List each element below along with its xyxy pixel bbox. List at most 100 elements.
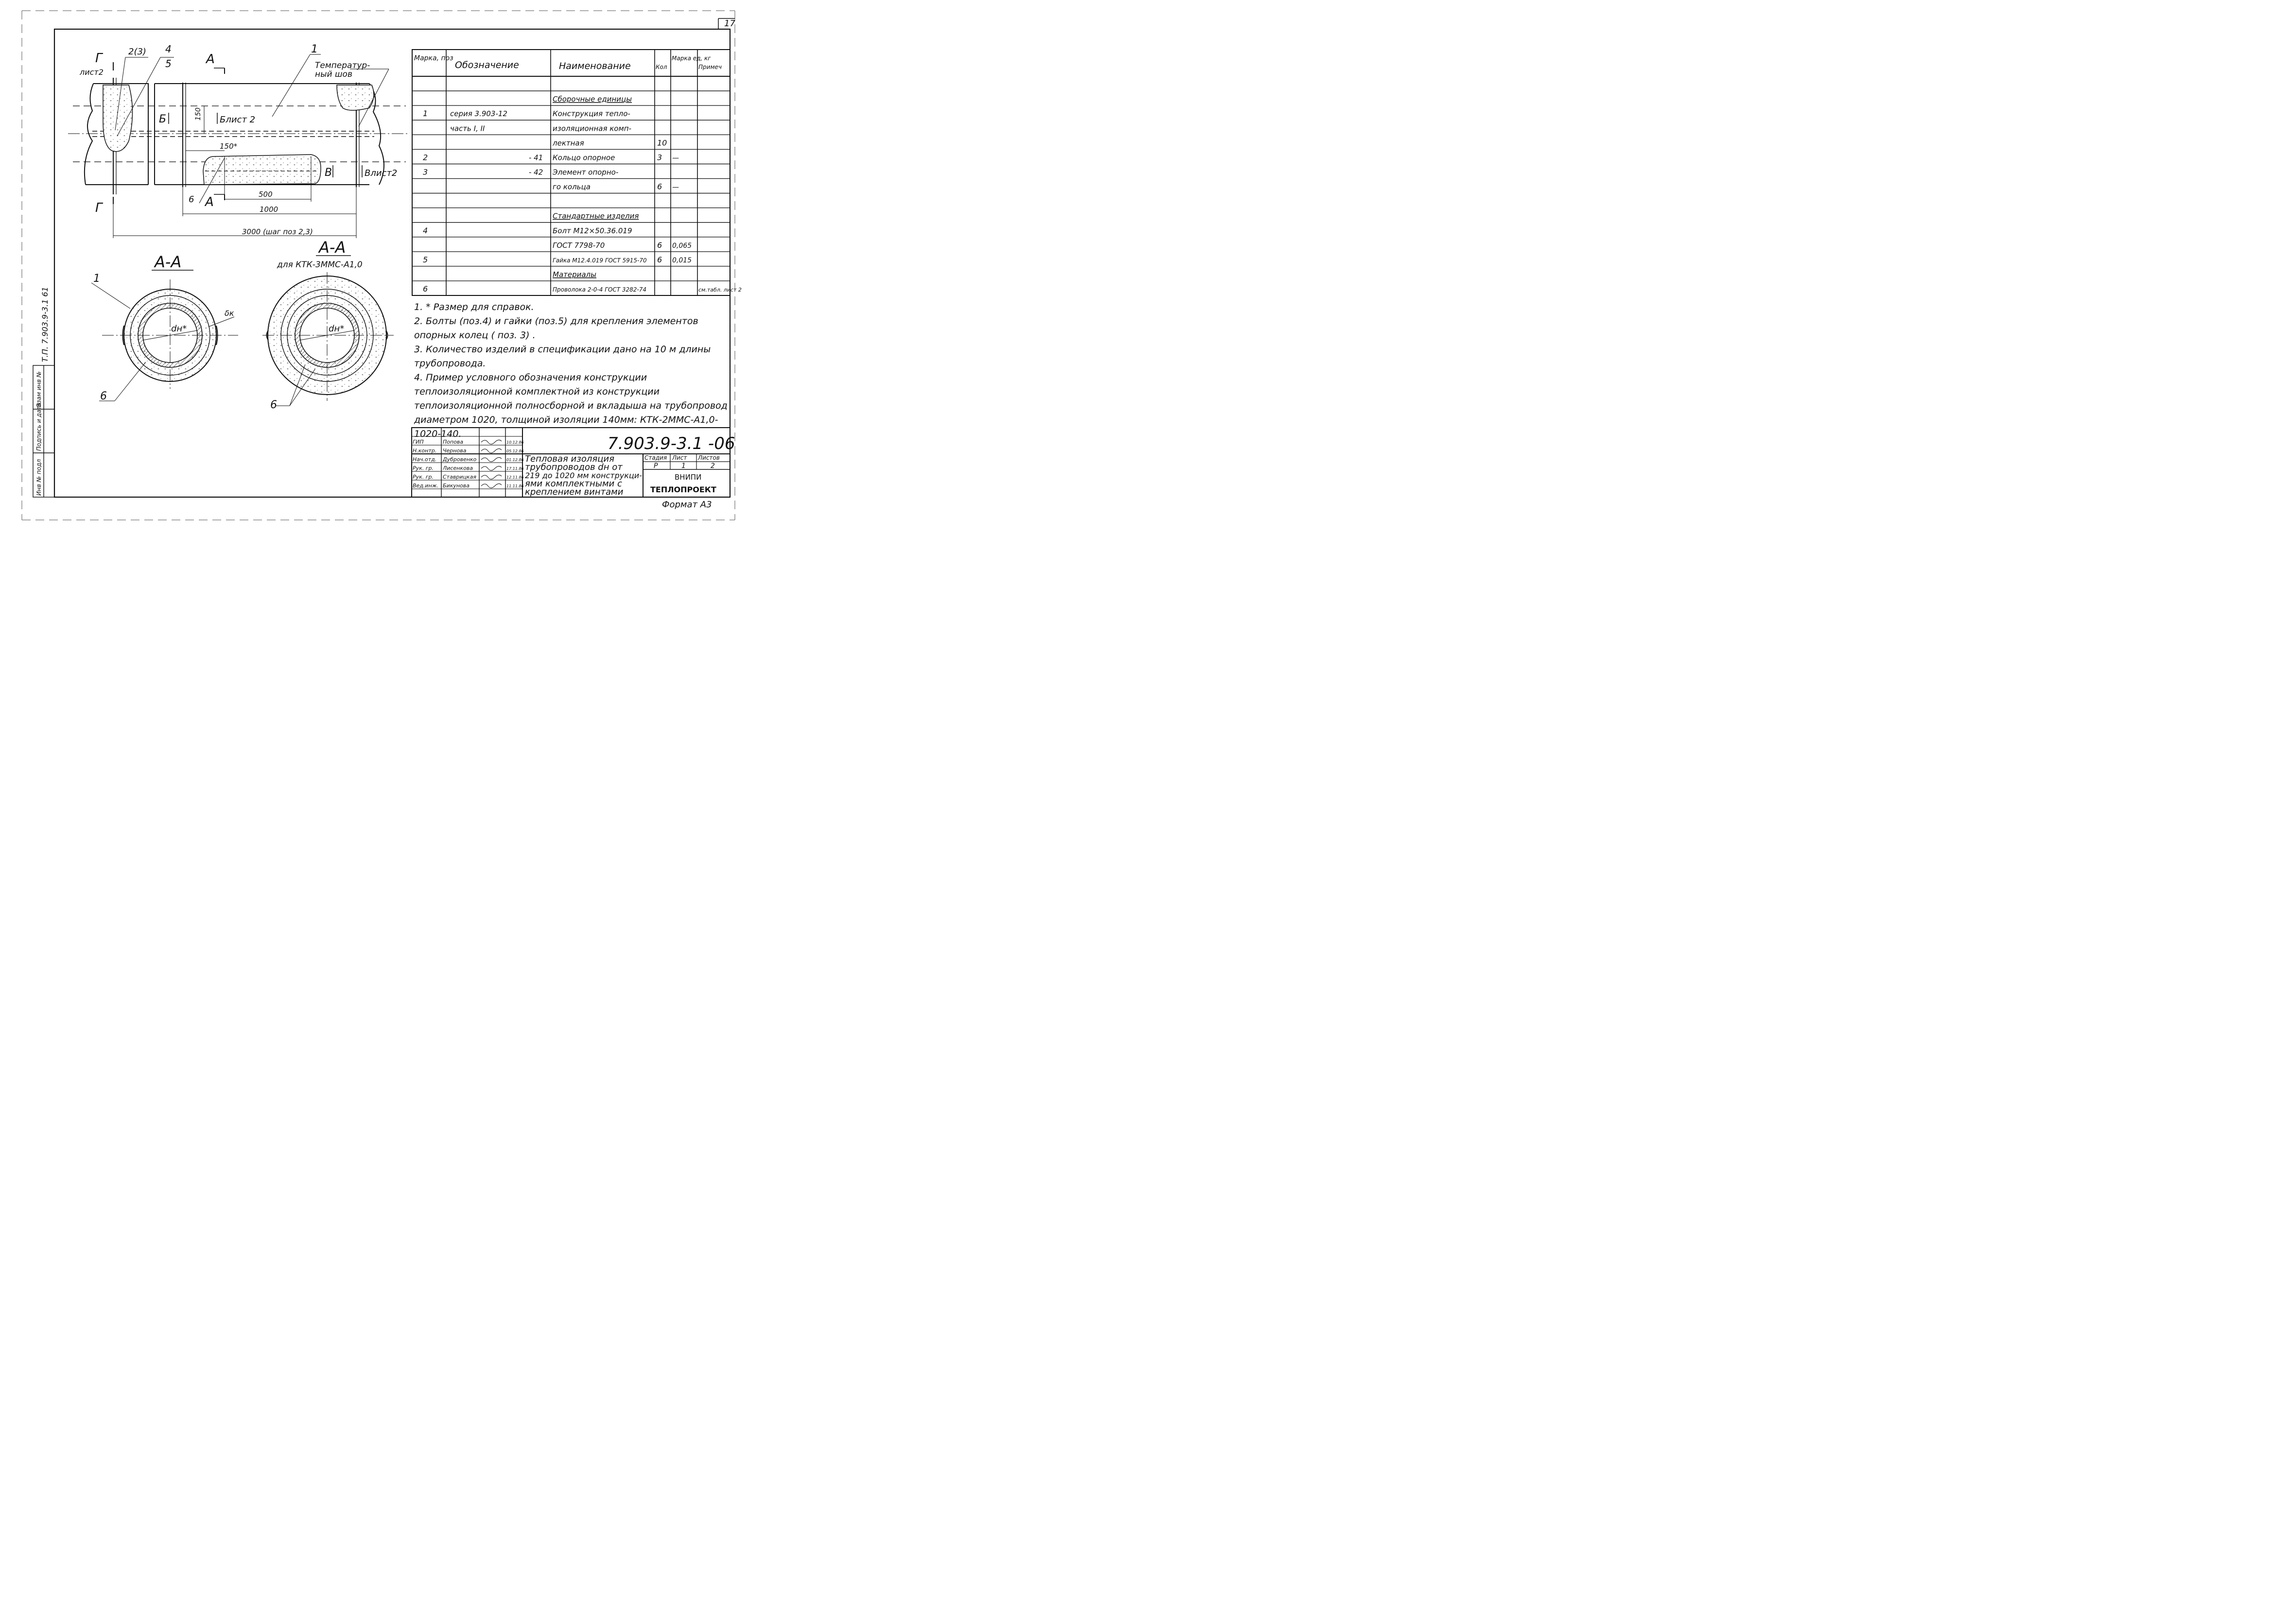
section-left-title: А-А — [154, 253, 181, 271]
title-block-date: 17.11.86 — [506, 467, 524, 471]
label-section-g-bottom: Г — [95, 201, 104, 215]
section-right-title: А-А — [318, 238, 346, 257]
title-block-date: 01.12.86 — [506, 458, 524, 462]
spec-cell: 4 — [423, 226, 428, 235]
spec-header-designation: Обозначение — [455, 60, 519, 70]
spec-cell: Болт М12×50.36.019 — [553, 226, 632, 235]
title-block-role: Нач.отд. — [413, 456, 436, 463]
signature — [481, 474, 502, 480]
title-line-4: ями комплектными с — [525, 479, 622, 489]
spec-cell: 6 — [423, 284, 428, 294]
spec-cell: изоляционная комп- — [553, 124, 631, 133]
label-section-v-left: В — [325, 167, 332, 179]
dim-500: 500 — [259, 190, 273, 199]
dim-150: 150 — [194, 107, 202, 121]
spec-header-qty: Кол — [656, 64, 667, 70]
signature — [481, 448, 502, 453]
format-label: Формат А3 — [662, 500, 712, 510]
dim-150-star: 150* — [220, 142, 238, 151]
title-block-name: Бикунова — [443, 483, 470, 489]
signature — [481, 439, 502, 445]
spec-cell: Стандартные изделия — [553, 212, 639, 221]
title-block-date: 12.11.86 — [506, 475, 524, 480]
spec-header-mark: Марка, поз — [414, 54, 453, 62]
spec-cell: ГОСТ 7798-70 — [553, 241, 605, 250]
title-block-role: ГИП — [413, 439, 424, 445]
sheet-label: Лист — [672, 454, 687, 461]
label-sheet2-g: лист2 — [79, 68, 104, 77]
label-pos-6-plan: 6 — [189, 194, 194, 205]
label-temp-joint: Температур- — [315, 61, 370, 70]
spec-cell: 1 — [423, 109, 428, 118]
title-block-name: Ставрицкая — [443, 474, 476, 480]
spec-cell: 6 — [657, 241, 662, 250]
spec-header-note: Примеч — [698, 64, 722, 70]
side-stamp — [33, 365, 55, 498]
title-block-name: Чернова — [443, 448, 467, 454]
spec-cell: часть I, II — [450, 124, 485, 133]
spec-cell: 2 — [423, 153, 428, 162]
spec-table-grid — [412, 49, 731, 296]
side-field-2: Подпись и дата — [35, 403, 42, 451]
spec-cell: Конструкция тепло- — [553, 109, 630, 118]
signature — [481, 483, 502, 488]
label-pos-4: 4 — [165, 43, 172, 55]
spec-cell: — — [672, 154, 679, 162]
spec-cell: - 42 — [529, 168, 543, 176]
section-right-drawing — [262, 272, 394, 406]
spec-cell: Проволока 2-0-4 ГОСТ 3282-74 — [553, 286, 646, 293]
note-1: 1. * Размер для справок. — [414, 302, 534, 312]
section-right-dn: dн* — [329, 324, 344, 334]
spec-header-name: Наименование — [559, 61, 631, 71]
label-pos-5: 5 — [165, 58, 172, 69]
spec-cell: Элемент опорно- — [552, 168, 618, 176]
section-right-pos6: 6 — [270, 399, 277, 411]
sheet-value: 1 — [681, 462, 686, 470]
title-line-1: Тепловая изоляция — [525, 454, 614, 464]
section-left-dk: δк — [225, 309, 234, 318]
spec-headers: Марка, поз Обозначение Наименование Кол … — [414, 54, 722, 71]
title-line-2: трубопроводов dн от — [525, 462, 623, 472]
spec-cell: 10 — [657, 138, 667, 147]
spec-cell: 6 — [657, 182, 662, 191]
spec-cell: Материалы — [553, 270, 596, 279]
title-line-3: 219 до 1020 мм конструкци- — [525, 471, 642, 480]
stage-label: Стадия — [644, 454, 667, 461]
title-line-5: креплением винтами — [525, 487, 624, 497]
title-block-name: Дубровенко — [442, 456, 477, 463]
spec-cell: 3 — [423, 167, 428, 176]
title-block-role: Рук. гр. — [413, 474, 434, 480]
side-field-1: Инв № подл — [35, 459, 42, 496]
title-block-role: Рук. гр. — [413, 465, 434, 471]
stage-value: Р — [654, 462, 658, 470]
spec-cell: серия 3.903-12 — [450, 109, 507, 118]
label-pos-1-plan: 1 — [311, 43, 318, 55]
label-section-v-right: Влист2 — [365, 168, 397, 178]
title-block-date: 11.11.86 — [506, 484, 524, 488]
section-left-pos1: 1 — [93, 273, 100, 285]
note-4: 4. Пример условного обозначения конструк… — [414, 372, 728, 439]
notes-block: 1. * Размер для справок. 2. Болты (поз.4… — [414, 300, 735, 441]
spec-cell: 6 — [657, 255, 662, 264]
pipe-plan-view — [68, 54, 408, 238]
signature — [481, 466, 502, 471]
label-section-b-right: Блист 2 — [220, 115, 255, 125]
spec-cell: Сборочные единицы — [553, 95, 632, 104]
label-section-g-top: Г — [95, 51, 104, 66]
spec-cell: лектная — [552, 138, 584, 147]
doc-code: 7.903.9-3.1 -06 — [608, 434, 735, 453]
spec-cell: 3 — [657, 153, 662, 162]
section-left-pos6: 6 — [100, 390, 107, 402]
spec-cell: 0,065 — [672, 242, 692, 250]
side-field-3: Взам инв № — [35, 371, 42, 407]
sheets-label: Листов — [697, 454, 720, 461]
title-block-date: 10.12.86 — [506, 440, 524, 445]
section-right-subtitle: для КТК-3ММС-А1,0 — [277, 260, 363, 270]
label-temp-joint-2: ный шов — [315, 69, 352, 79]
title-block-role: Вед.инж. — [413, 483, 438, 489]
title-block-grid — [411, 427, 731, 498]
spec-header-mass: Марка ед, кг — [672, 55, 711, 62]
spec-cell: 5 — [423, 255, 428, 264]
section-left-drawing — [91, 279, 238, 401]
